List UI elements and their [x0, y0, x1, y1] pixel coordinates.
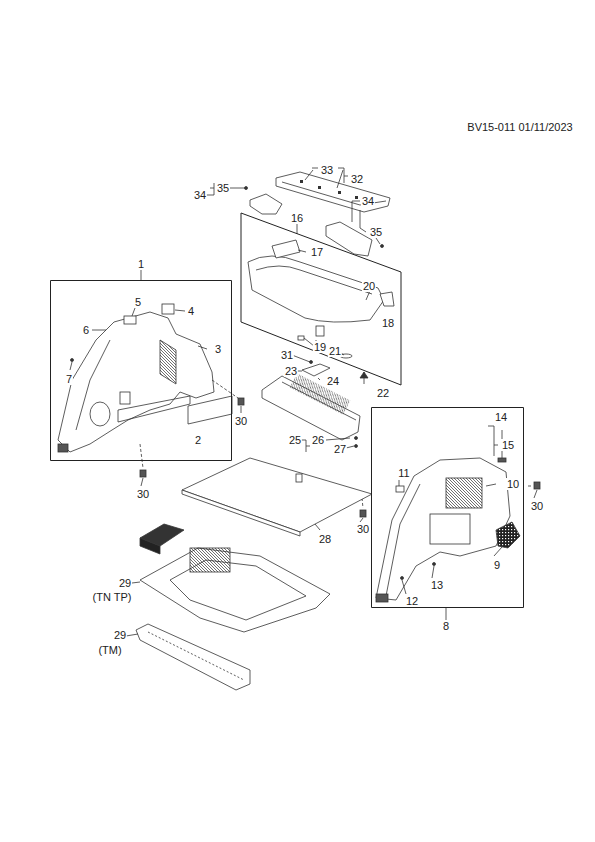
callout-number: 19 [313, 341, 327, 353]
callout-number: (TN TP) [92, 591, 133, 603]
callout-number: 24 [326, 375, 340, 387]
callout-number: 20 [362, 280, 376, 292]
callout-number: 30 [356, 523, 370, 535]
callout-number: 15 [501, 439, 515, 451]
callout-number: 23 [284, 365, 298, 377]
callout-number: (TM) [97, 644, 122, 656]
callout-number: 18 [381, 317, 395, 329]
callout-number: 30 [530, 500, 544, 512]
callout-number: 2 [194, 434, 202, 446]
callout-number: 34 [193, 189, 207, 201]
group-number: 16 [290, 212, 304, 224]
group-box: 16 [240, 212, 402, 386]
group-outline [240, 212, 402, 386]
callout-number: 31 [280, 349, 294, 361]
callout-number: 7 [65, 373, 73, 385]
callout-number: 27 [333, 443, 347, 455]
drawing-reference: BV15-011 01/11/2023 [466, 121, 573, 133]
callout-number: 29 [118, 577, 132, 589]
callout-number: 22 [376, 387, 390, 399]
group-box: 8 [371, 407, 524, 608]
callout-number: 33 [320, 164, 334, 176]
callout-number: 12 [405, 595, 419, 607]
group-number: 1 [137, 258, 145, 270]
callout-number: 17 [310, 246, 324, 258]
callout-number: 13 [430, 579, 444, 591]
leader-line [141, 270, 142, 280]
leader-line [446, 608, 447, 620]
callout-number: 21 [328, 345, 342, 357]
callout-number: 34 [361, 195, 375, 207]
callout-number: 9 [493, 559, 501, 571]
callout-number: 29 [113, 629, 127, 641]
callout-number: 5 [134, 296, 142, 308]
callout-number: 32 [350, 173, 364, 185]
callout-number: 14 [494, 411, 508, 423]
callout-number: 6 [82, 324, 90, 336]
callout-number: 25 [288, 434, 302, 446]
callout-number: 3 [214, 343, 222, 355]
callout-number: 11 [397, 467, 410, 479]
callout-number: 28 [318, 533, 332, 545]
callout-number: 4 [187, 305, 195, 317]
group-number: 8 [442, 620, 450, 632]
group-outline [371, 407, 524, 608]
callout-number: 35 [369, 226, 383, 238]
callout-number: 35 [216, 182, 230, 194]
callout-number: 30 [136, 488, 150, 500]
leader-line [297, 224, 298, 234]
callout-number: 26 [311, 434, 325, 446]
callout-number: 30 [234, 415, 248, 427]
callout-number: 10 [506, 478, 520, 490]
